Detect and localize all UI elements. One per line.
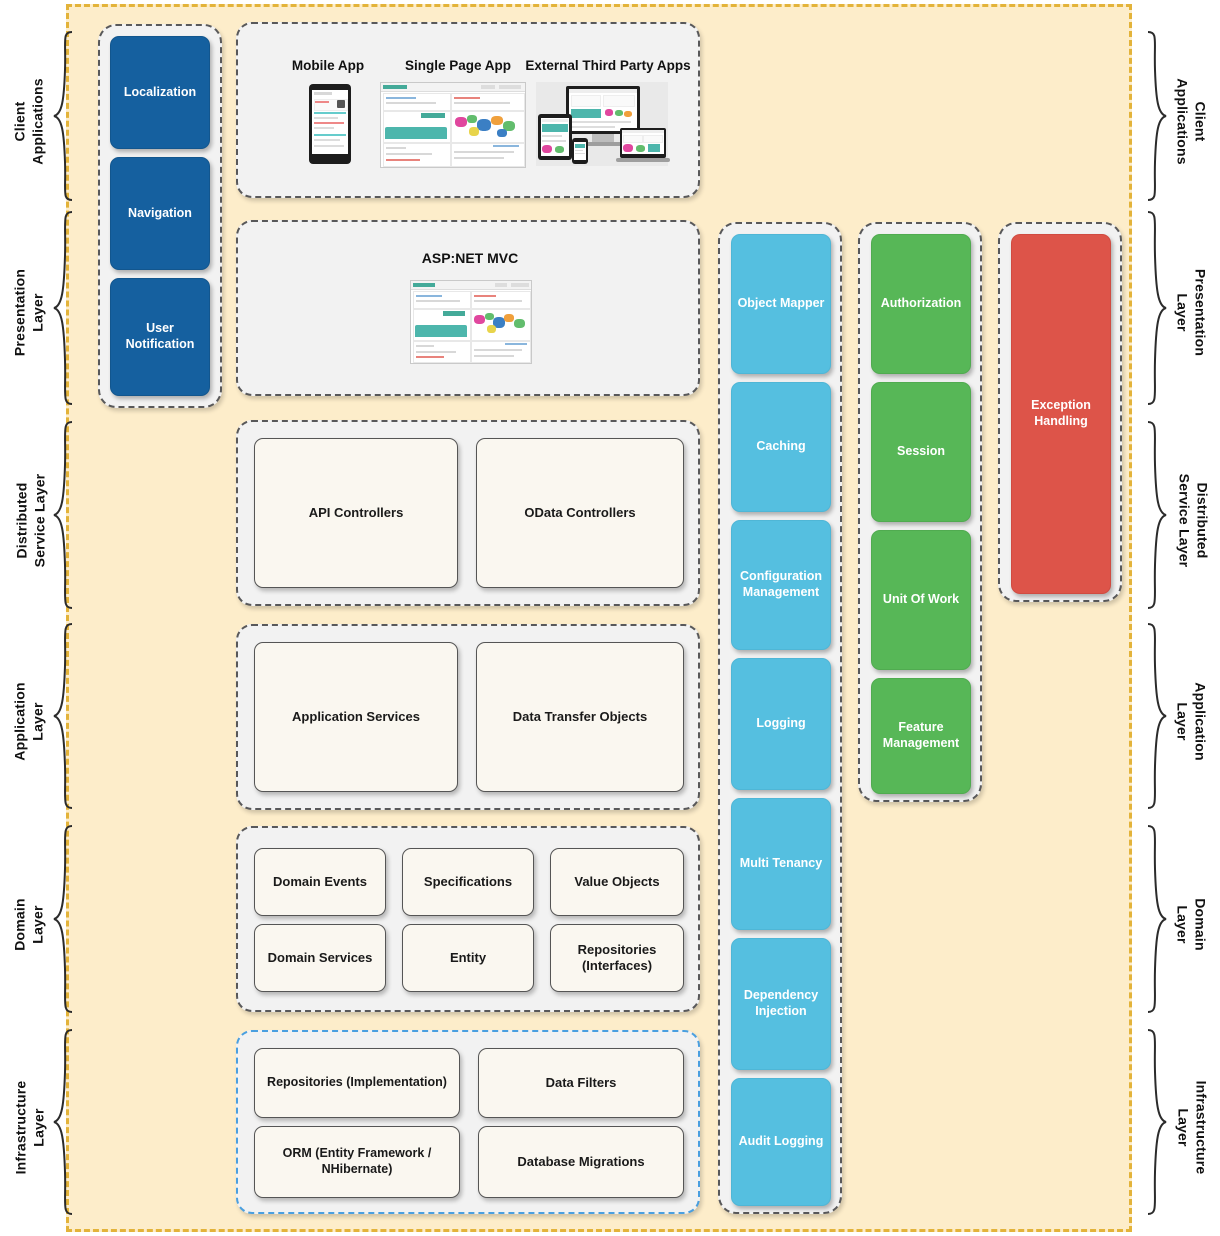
box-domain-events[interactable]: Domain Events	[254, 848, 386, 916]
domain-layer-group: Domain Events Specifications Value Objec…	[236, 826, 700, 1012]
infrastructure-layer-group: Repositories (Implementation) Data Filte…	[236, 1030, 700, 1214]
box-object-mapper[interactable]: Object Mapper	[731, 234, 831, 374]
layer-label-right-infrastructure-layer: Infrastructure Layer	[1176, 1080, 1210, 1175]
box-caching[interactable]: Caching	[731, 382, 831, 512]
brace-left-presentation-layer	[52, 210, 74, 406]
box-odata-controllers[interactable]: OData Controllers	[476, 438, 684, 588]
red-cross-cutting-group: Exception Handling	[998, 222, 1122, 602]
layer-label-right-application-layer: Application Layer	[1175, 682, 1209, 761]
multi-device-screenshot-icon	[536, 82, 670, 166]
box-unit-of-work[interactable]: Unit Of Work	[871, 530, 971, 670]
brace-right-application-layer	[1146, 622, 1168, 810]
box-multi-tenancy[interactable]: Multi Tenancy	[731, 798, 831, 930]
green-cross-cutting-group: Authorization Session Unit Of Work Featu…	[858, 222, 982, 802]
box-logging[interactable]: Logging	[731, 658, 831, 790]
layer-label-right-domain-layer: Domain Layer	[1175, 898, 1209, 951]
brace-left-domain-layer	[52, 824, 74, 1014]
layer-label-left-domain-layer: Domain Layer	[11, 898, 46, 951]
box-application-services[interactable]: Application Services	[254, 642, 458, 792]
layer-label-right-distributed-service-layer: Distributed Service Layer	[1177, 473, 1211, 568]
tile-caption-single-page-app: Single Page App	[404, 58, 512, 73]
brace-left-client-applications	[52, 30, 74, 202]
box-authorization[interactable]: Authorization	[871, 234, 971, 374]
layer-label-right-presentation-layer: Presentation Layer	[1175, 268, 1209, 357]
box-orm[interactable]: ORM (Entity Framework / NHibernate)	[254, 1126, 460, 1198]
brace-left-infrastructure-layer	[52, 1028, 74, 1216]
presentation-layer-group: ASP:NET MVC	[236, 220, 700, 396]
box-localization[interactable]: Localization	[110, 36, 210, 149]
box-exception-handling[interactable]: Exception Handling	[1011, 234, 1111, 594]
brace-right-presentation-layer	[1146, 210, 1168, 406]
browser-dashboard-screenshot-icon	[380, 82, 526, 168]
tile-caption-external-third-party-apps: External Third Party Apps	[525, 58, 691, 73]
box-api-controllers[interactable]: API Controllers	[254, 438, 458, 588]
application-layer-group: Application Services Data Transfer Objec…	[236, 624, 700, 810]
brace-right-infrastructure-layer	[1146, 1028, 1168, 1216]
box-repositories-implementation[interactable]: Repositories (Implementation)	[254, 1048, 460, 1118]
box-data-filters[interactable]: Data Filters	[478, 1048, 684, 1118]
left-cross-cutting-group: Localization Navigation User Notificatio…	[98, 24, 222, 408]
browser-dashboard-screenshot-icon	[410, 280, 532, 364]
client-applications-group: Mobile App Single Page App External Thir…	[236, 22, 700, 198]
tile-caption-mobile-app: Mobile App	[291, 58, 365, 73]
mobile-phone-screenshot-icon	[309, 84, 351, 164]
brace-left-distributed-service-layer	[52, 420, 74, 610]
box-value-objects[interactable]: Value Objects	[550, 848, 684, 916]
cyan-cross-cutting-group: Object Mapper Caching Configuration Mana…	[718, 222, 842, 1214]
box-domain-services[interactable]: Domain Services	[254, 924, 386, 992]
box-feature-management[interactable]: Feature Management	[871, 678, 971, 794]
box-configuration-management[interactable]: Configuration Management	[731, 520, 831, 650]
box-database-migrations[interactable]: Database Migrations	[478, 1126, 684, 1198]
layer-label-left-application-layer: Application Layer	[11, 682, 46, 761]
brace-right-client-applications	[1146, 30, 1168, 202]
box-audit-logging[interactable]: Audit Logging	[731, 1078, 831, 1206]
brace-left-application-layer	[52, 622, 74, 810]
box-repositories-interfaces[interactable]: Repositories (Interfaces)	[550, 924, 684, 992]
layer-label-left-distributed-service-layer: Distributed Service Layer	[13, 473, 48, 568]
brace-right-domain-layer	[1146, 824, 1168, 1014]
box-entity[interactable]: Entity	[402, 924, 534, 992]
distributed-service-layer-group: API Controllers OData Controllers	[236, 420, 700, 606]
box-session[interactable]: Session	[871, 382, 971, 522]
layer-label-left-infrastructure-layer: Infrastructure Layer	[12, 1080, 47, 1175]
box-user-notification[interactable]: User Notification	[110, 278, 210, 396]
layer-label-left-client-applications: Client Applications	[11, 78, 46, 165]
box-dependency-injection[interactable]: Dependency Injection	[731, 938, 831, 1070]
brace-right-distributed-service-layer	[1146, 420, 1168, 610]
layer-label-right-client-applications: Client Applications	[1175, 78, 1209, 165]
box-navigation[interactable]: Navigation	[110, 157, 210, 270]
box-specifications[interactable]: Specifications	[402, 848, 534, 916]
aspnet-mvc-title: ASP:NET MVC	[421, 250, 519, 266]
box-data-transfer-objects[interactable]: Data Transfer Objects	[476, 642, 684, 792]
layer-label-left-presentation-layer: Presentation Layer	[11, 268, 46, 357]
